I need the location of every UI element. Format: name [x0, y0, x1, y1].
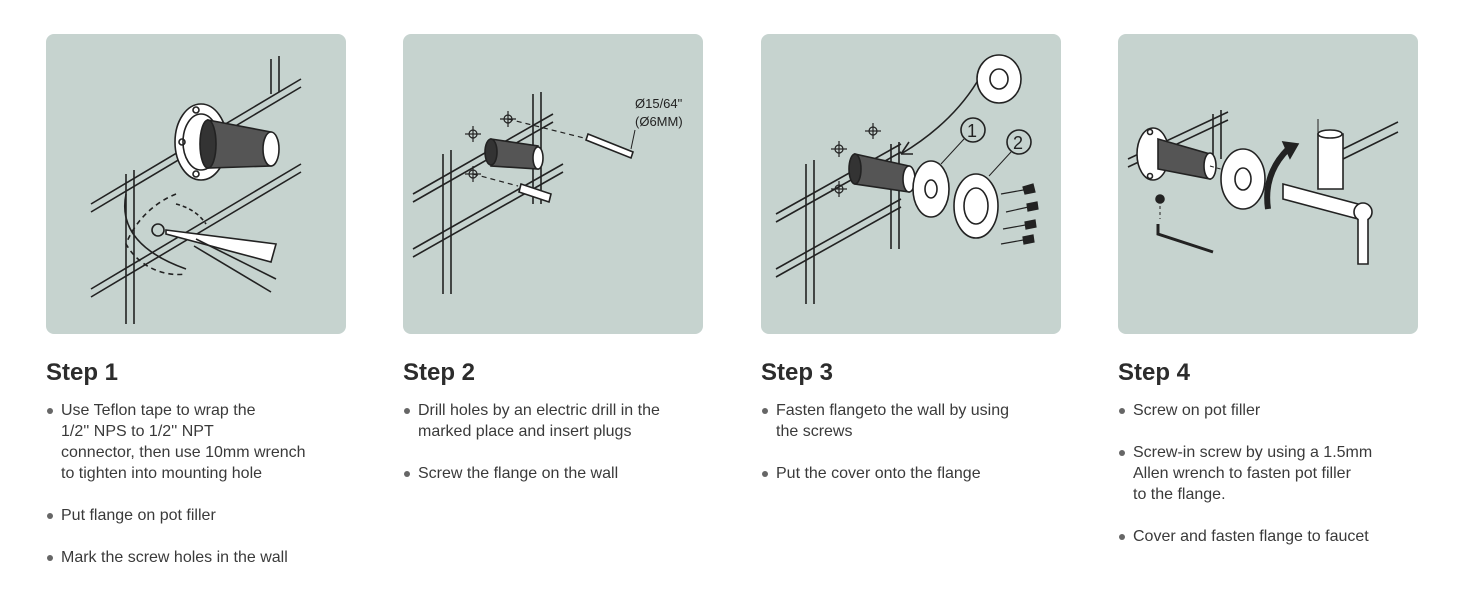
- list-item: Cover and fasten flange to faucet: [1118, 526, 1418, 547]
- step-3-instructions: Fasten flangeto the wall by using the sc…: [761, 400, 1061, 484]
- step-4-title: Step 4: [1118, 359, 1191, 386]
- step-1-instructions: Use Teflon tape to wrap the 1/2'' NPS to…: [46, 400, 346, 568]
- list-item: Screw-in screw by using a 1.5mm Allen wr…: [1118, 442, 1418, 505]
- allen-wrench-icon: [1156, 224, 1214, 254]
- step-2: Ø15/64" (Ø6MM) Step 2 Drill holes by an …: [403, 34, 703, 505]
- svg-text:1: 1: [967, 121, 977, 141]
- hole-marks: [831, 123, 881, 197]
- svg-text:2: 2: [1013, 133, 1023, 153]
- step-3-title: Step 3: [761, 359, 834, 386]
- wall-tile-grid: [90, 56, 302, 324]
- list-item: Screw the flange on the wall: [403, 463, 703, 484]
- list-item: Put the cover onto the flange: [761, 463, 1061, 484]
- flange-ring: [953, 173, 999, 239]
- pencil-marking-detail: [124, 193, 278, 293]
- step-3: 1 2 Step 3 Fasten flangeto the wall by u…: [761, 34, 1061, 505]
- step-2-title: Step 2: [403, 359, 476, 386]
- drill-bit-icon: [585, 132, 634, 160]
- list-item: Fasten flangeto the wall by using the sc…: [761, 400, 1061, 442]
- set-screw: [1155, 194, 1165, 219]
- step-2-illustration: Ø15/64" (Ø6MM): [403, 34, 703, 334]
- step-4-illustration: [1118, 34, 1418, 334]
- screws: [1000, 183, 1039, 245]
- threaded-connector: [484, 138, 544, 170]
- mounted-flange-connector: [1136, 127, 1217, 181]
- flange-with-threaded-connector: [174, 103, 280, 181]
- drill-bit: [472, 118, 589, 187]
- step-1-title: Step 1: [46, 359, 119, 386]
- flange-plate: [912, 160, 950, 218]
- callout-2: 2: [988, 129, 1032, 177]
- list-item: Use Teflon tape to wrap the 1/2'' NPS to…: [46, 400, 346, 484]
- step-2-instructions: Drill holes by an electric drill in the …: [403, 400, 703, 484]
- rotate-arrow-icon: [1264, 146, 1291, 210]
- list-item: Drill holes by an electric drill in the …: [403, 400, 703, 442]
- list-item: Put flange on pot filler: [46, 505, 346, 526]
- cover-ring: [1220, 148, 1266, 210]
- wall-plug-icon: [518, 182, 552, 204]
- teflon-tape-roll: [900, 54, 1022, 155]
- drill-size-metric-label: (Ø6MM): [635, 114, 683, 129]
- list-item: Screw on pot filler: [1118, 400, 1418, 421]
- pot-filler-faucet: [1282, 119, 1399, 265]
- drill-size-label: Ø15/64": [635, 96, 683, 111]
- threaded-connector: [848, 153, 916, 193]
- step-1-illustration: [46, 34, 346, 334]
- list-item: Mark the screw holes in the wall: [46, 547, 346, 568]
- step-3-illustration: 1 2: [761, 34, 1061, 334]
- step-1: Step 1 Use Teflon tape to wrap the 1/2''…: [46, 34, 346, 589]
- callout-1: 1: [940, 117, 986, 165]
- step-4-instructions: Screw on pot filler Screw-in screw by us…: [1118, 400, 1418, 547]
- step-4: Step 4 Screw on pot filler Screw-in scre…: [1118, 34, 1418, 568]
- hole-marks: [465, 111, 516, 182]
